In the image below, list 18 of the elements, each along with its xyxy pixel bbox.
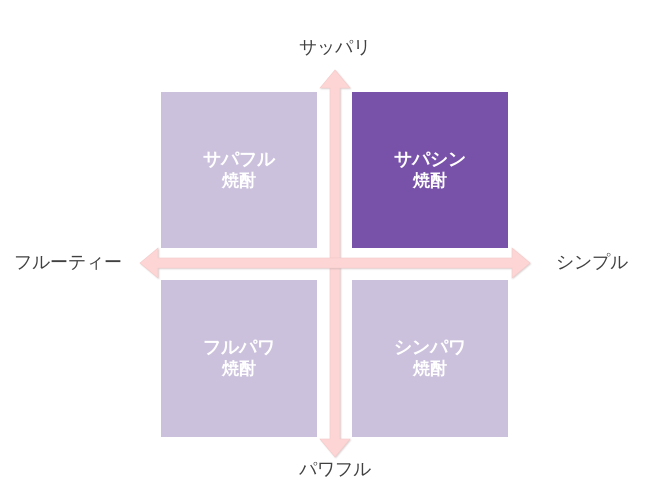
quadrant-box xyxy=(161,280,317,437)
quadrant-subtitle: 焼酎 xyxy=(222,170,256,192)
axis-label: パワフル xyxy=(299,459,371,481)
axis-label: サッパリ xyxy=(299,37,371,59)
quadrant-box xyxy=(352,92,508,248)
quadrant-subtitle: 焼酎 xyxy=(413,170,447,192)
quadrant-box xyxy=(352,280,508,437)
axis-label: シンプル xyxy=(556,252,628,274)
axis-arrow xyxy=(319,70,351,458)
quadrant-title: シンパワ xyxy=(394,337,466,359)
quadrant-subtitle: 焼酎 xyxy=(222,359,256,380)
quadrant-title: サパフル xyxy=(203,148,275,170)
quadrant-box xyxy=(161,92,317,248)
quadrant-subtitle: 焼酎 xyxy=(413,359,447,380)
quadrant-title: フルパワ xyxy=(203,337,275,359)
axis-arrow xyxy=(140,247,530,279)
quadrant-title: サパシン xyxy=(394,148,466,170)
axis-label: フルーティー xyxy=(14,252,122,274)
